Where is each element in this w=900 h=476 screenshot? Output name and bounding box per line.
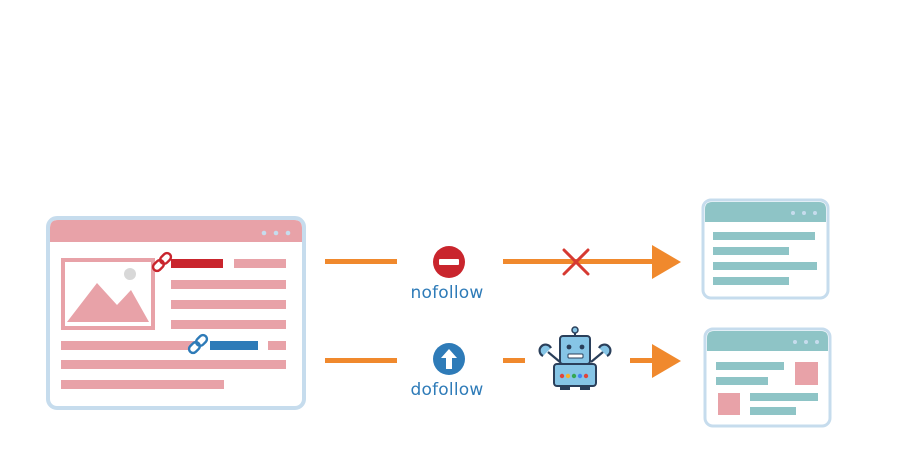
dofollow-flow: [325, 326, 681, 390]
arrow-head: [652, 344, 681, 378]
target-page-nofollow: [701, 198, 830, 300]
arrow-head: [652, 245, 681, 279]
red-x-icon: [562, 248, 590, 276]
image-placeholder-icon: [61, 258, 155, 330]
no-entry-icon: [433, 246, 465, 278]
nofollow-link-text: [171, 259, 223, 268]
target-page-dofollow: [703, 327, 832, 428]
up-arrow-icon: [433, 343, 465, 375]
source-page: [46, 216, 306, 410]
chain-link-icon: [187, 333, 209, 355]
nofollow-label: nofollow: [410, 283, 484, 303]
chain-link-icon: [151, 251, 173, 273]
nofollow-flow: [325, 245, 681, 279]
dofollow-label: dofollow: [410, 380, 484, 400]
robot-crawler-icon: [538, 326, 612, 390]
dofollow-link-text: [210, 341, 258, 350]
